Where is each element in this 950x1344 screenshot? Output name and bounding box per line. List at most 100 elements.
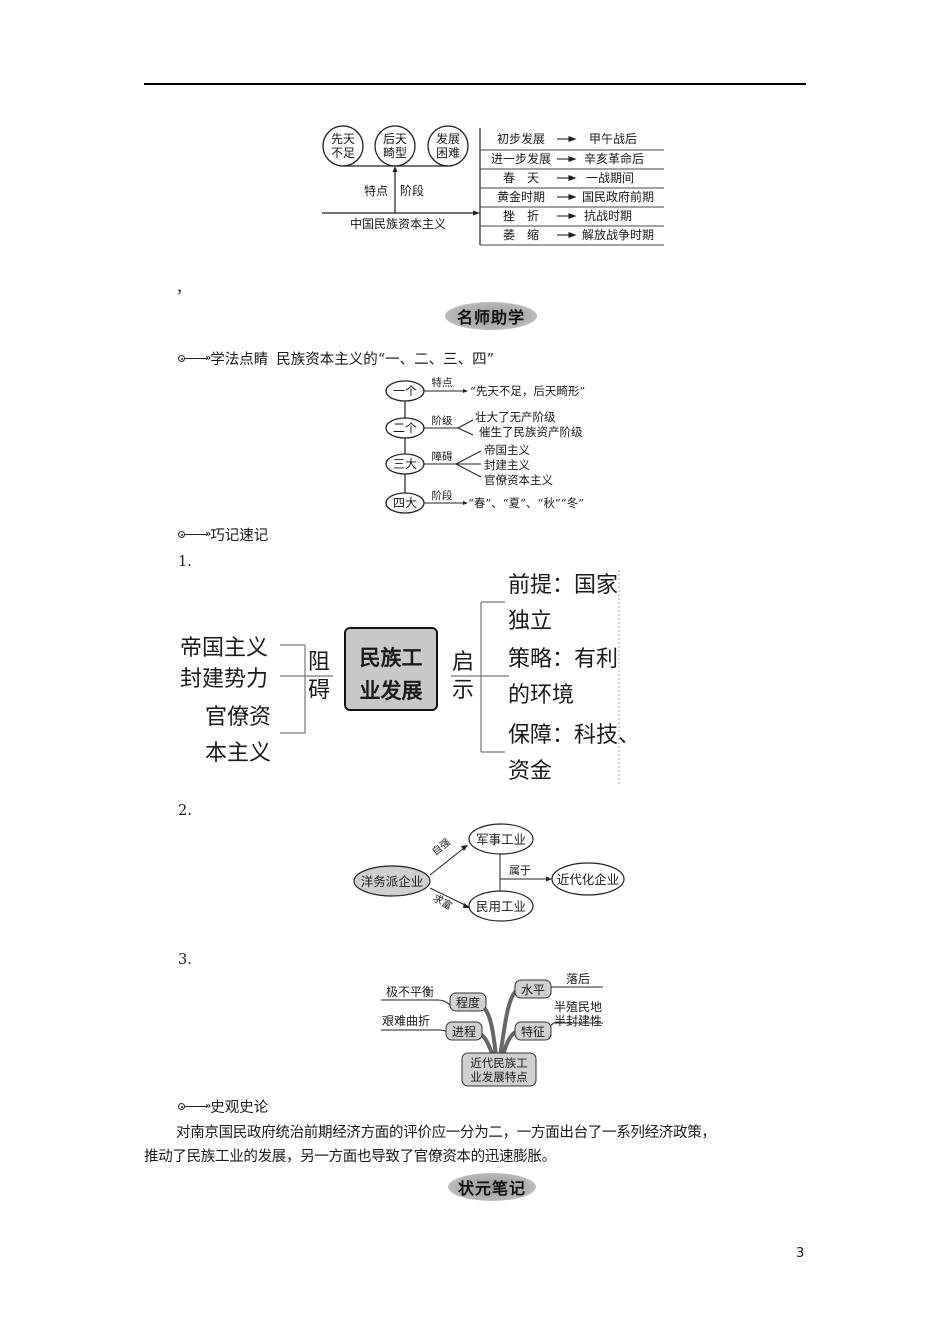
svg-text:军事工业: 军事工业 (476, 832, 526, 847)
svg-text:属于: 属于 (509, 864, 531, 877)
svg-text:黄金时期: 黄金时期 (497, 189, 545, 204)
svg-text:半封建性: 半封建性 (554, 1014, 602, 1028)
svg-text:辛亥革命后: 辛亥革命后 (584, 151, 644, 166)
svg-text:资金: 资金 (508, 759, 552, 784)
diagram-obstacles-lessons: 帝国主义 封建势力 官僚资 本主义 阻 碍 民族工 业发展 启 示 前提：国家 … (180, 570, 640, 785)
svg-text:三大: 三大 (393, 457, 417, 471)
svg-text:近代化企业: 近代化企业 (557, 872, 620, 887)
svg-text:近代民族工: 近代民族工 (470, 1056, 528, 1070)
diagram-one-two-three-four: 一个 特点 “先天不足，后天畸形” 二个 阶级 壮大了无产阶级 催生了民族资产阶… (385, 377, 585, 514)
svg-text:催生了民族资产阶级: 催生了民族资产阶级 (479, 425, 583, 439)
item-number-3: 3. (178, 952, 192, 968)
svg-text:“先天不足，后天畸形”: “先天不足，后天畸形” (470, 384, 585, 398)
section-title: 史观史论 (210, 1100, 269, 1116)
svg-text:水平: 水平 (521, 983, 545, 997)
svg-text:民族工: 民族工 (360, 646, 423, 670)
item-number-1: 1. (178, 554, 192, 570)
section-subtitle: 民族资本主义的“一、二、三、四” (276, 352, 495, 368)
svg-text:独立: 独立 (508, 609, 552, 634)
svg-text:特点: 特点 (432, 377, 453, 389)
svg-text:民用工业: 民用工业 (476, 899, 526, 914)
section-title: 巧记速记 (210, 528, 269, 544)
svg-text:一战期间: 一战期间 (586, 171, 634, 185)
svg-text:极不平衡: 极不平衡 (386, 985, 434, 999)
svg-text:业发展特点: 业发展特点 (470, 1070, 528, 1084)
badge-zhuangyuan-biji: 状元笔记 (448, 1173, 536, 1201)
section-xuefa-dianjing: » 学法点睛 民族资本主义的“一、二、三、四” (178, 348, 494, 369)
section-bullet-icon: » (178, 1101, 212, 1112)
svg-text:中国民族资本主义: 中国民族资本主义 (350, 216, 446, 231)
svg-text:一个: 一个 (393, 384, 417, 398)
circle-fazhan: 发展 困难 (427, 125, 469, 167)
section-bullet-icon: » (178, 353, 212, 364)
svg-text:洋务派企业: 洋务派企业 (361, 874, 424, 889)
svg-text:程度: 程度 (456, 995, 480, 1010)
svg-text:碍: 碍 (308, 678, 330, 703)
svg-text:帝国主义: 帝国主义 (484, 443, 530, 457)
svg-text:先天: 先天 (331, 132, 355, 146)
page-number: 3 (796, 1246, 805, 1261)
section-qiaoji-suji: » 巧记速记 (178, 524, 268, 545)
svg-text:封建主义: 封建主义 (484, 458, 530, 472)
svg-text:阻: 阻 (308, 650, 330, 675)
paragraph-line-2: 推动了民族工业的发展，另一方面也导致了官僚资本的迅速膨胀。 (144, 1149, 556, 1165)
svg-text:进一步发展: 进一步发展 (491, 151, 551, 166)
svg-text:业发展: 业发展 (360, 679, 423, 703)
badge-mingshi-zhuxue: 名师助学 (445, 302, 537, 330)
arrow-right-icon (473, 210, 480, 216)
circle-houtian: 后天 畸型 (374, 125, 416, 167)
svg-text:本主义: 本主义 (205, 741, 271, 766)
svg-text:畸型: 畸型 (383, 146, 407, 160)
svg-text:艰难曲折: 艰难曲折 (382, 1013, 430, 1028)
svg-text:官僚资本主义: 官僚资本主义 (484, 473, 553, 487)
svg-text:四大: 四大 (393, 496, 417, 510)
svg-text:帝国主义: 帝国主义 (180, 636, 268, 661)
svg-text:初步发展: 初步发展 (497, 131, 545, 146)
svg-text:“春”、“夏”、“秋”“冬”: “春”、“夏”、“秋”“冬” (468, 496, 584, 510)
svg-text:落后: 落后 (566, 972, 590, 986)
svg-text:障碍: 障碍 (432, 450, 453, 463)
svg-text:进程: 进程 (452, 1024, 476, 1039)
svg-text:特点: 特点 (364, 183, 388, 198)
svg-text:特征: 特征 (521, 1024, 545, 1039)
svg-text:解放战争时期: 解放战争时期 (582, 227, 654, 242)
svg-text:不足: 不足 (331, 146, 355, 160)
svg-text:甲午战后: 甲午战后 (589, 132, 637, 146)
svg-text:阶段: 阶段 (432, 489, 453, 502)
svg-text:半殖民地: 半殖民地 (554, 999, 602, 1014)
diagram-characteristics: 极不平衡 艰难曲折 落后 半殖民地 半封建性 程度 进程 水平 特征 近代民族工… (381, 972, 603, 1087)
section-title: 学法点睛 (210, 352, 269, 368)
svg-text:萎 缩: 萎 缩 (503, 227, 539, 242)
svg-text:阶段: 阶段 (400, 183, 424, 198)
svg-text:保障：科技、: 保障：科技、 (508, 723, 640, 748)
header-rule (144, 83, 806, 85)
circle-xiantian: 先天 不足 (322, 125, 364, 167)
svg-text:困难: 困难 (436, 146, 460, 160)
svg-text:阶级: 阶级 (432, 414, 453, 427)
svg-text:示: 示 (452, 678, 474, 703)
section-bullet-icon: » (178, 529, 212, 540)
svg-text:官僚资: 官僚资 (205, 705, 271, 730)
diagram-national-capitalism: 先天 不足 后天 畸型 发展 困难 特点 阶段 中国民族资本主义 初步发展 甲午… (322, 125, 664, 246)
svg-text:壮大了无产阶级: 壮大了无产阶级 (475, 410, 556, 424)
svg-text:挫 折: 挫 折 (503, 208, 539, 223)
diagram-westernization-enterprises: 洋务派企业 自强 求富 军事工业 民用工业 属于 近代化企业 (353, 823, 625, 922)
svg-text:发展: 发展 (436, 131, 460, 146)
svg-text:抗战时期: 抗战时期 (584, 208, 632, 223)
svg-text:策略：有利: 策略：有利 (508, 647, 618, 672)
section-shiguan-shilun: » 史观史论 (178, 1096, 268, 1117)
svg-text:的环境: 的环境 (508, 683, 574, 708)
stray-comma: ， (176, 281, 191, 297)
svg-text:后天: 后天 (383, 132, 407, 146)
paragraph-line-1: 对南京国民政府统治前期经济方面的评价应一分为二，一方面出台了一系列经济政策， (176, 1125, 716, 1141)
svg-text:二个: 二个 (393, 421, 417, 435)
svg-text:封建势力: 封建势力 (180, 667, 268, 692)
svg-text:前提：国家: 前提：国家 (508, 573, 618, 598)
svg-text:春 天: 春 天 (503, 171, 539, 185)
item-number-2: 2. (178, 803, 192, 819)
arrow-up-icon (392, 166, 398, 172)
svg-text:自强: 自强 (429, 836, 453, 859)
svg-text:国民政府前期: 国民政府前期 (582, 189, 654, 204)
row-arrow-icons (557, 136, 577, 238)
svg-text:启: 启 (452, 650, 474, 675)
